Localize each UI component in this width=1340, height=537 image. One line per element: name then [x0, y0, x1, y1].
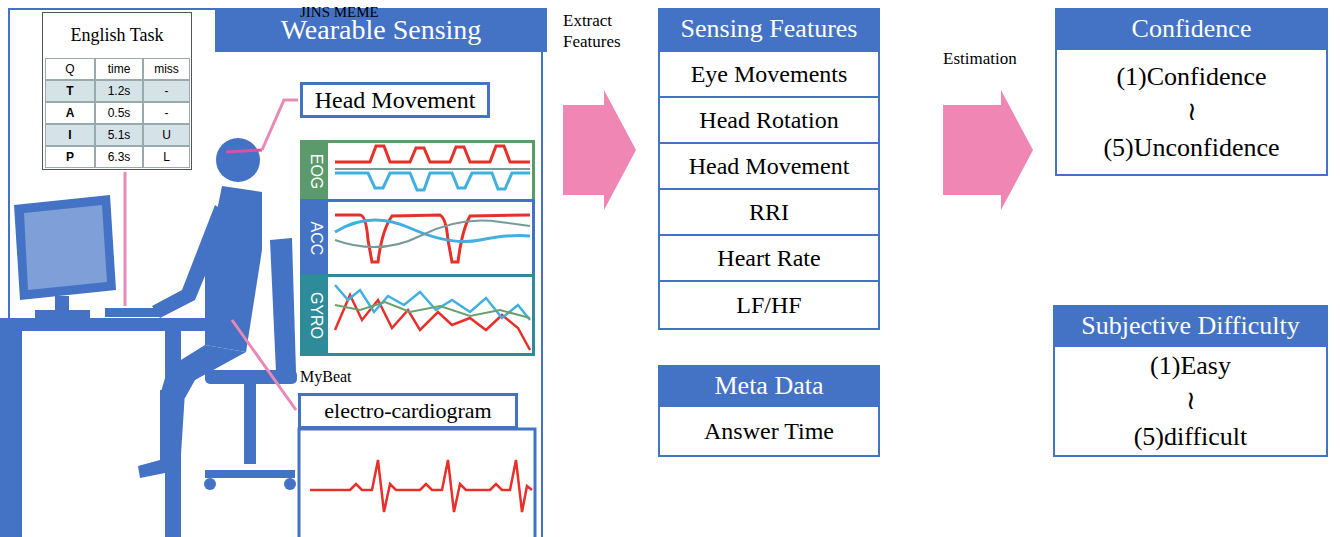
- person-arm: [152, 205, 230, 318]
- table-cell: 6.3s: [95, 146, 143, 168]
- band-label: ACC: [303, 202, 328, 274]
- body-area: (1)Easy≀(5)difficult: [1055, 347, 1326, 455]
- eog-trace: [335, 146, 530, 162]
- node-band: GYRO: [300, 274, 535, 356]
- chair-base: [205, 470, 295, 478]
- leader-line: [232, 320, 296, 410]
- body-area: (1)Confidence≀(5)Unconfidence: [1057, 50, 1326, 174]
- band-label: EOG: [303, 143, 328, 199]
- table-cell: miss: [143, 58, 190, 80]
- node-hdrbody: Confidence(1)Confidence≀(5)Unconfidence: [1055, 8, 1328, 176]
- node-box: Eye Movements: [658, 50, 880, 98]
- node-box: LF/HF: [658, 280, 880, 330]
- box-label: RRI: [749, 199, 789, 225]
- node-box: Heart Rate: [658, 234, 880, 282]
- arrow-label: Extract Features: [563, 10, 653, 53]
- desk-side: [0, 331, 22, 537]
- box-label: Heart Rate: [717, 245, 820, 271]
- monitor-base: [35, 310, 90, 318]
- group-header: Subjective Difficulty: [1053, 305, 1328, 347]
- table-cell: U: [143, 124, 190, 146]
- person-leg: [138, 390, 185, 478]
- table-cell: -: [143, 80, 190, 102]
- gyro-trace: [335, 302, 530, 318]
- device-name: MyBeat: [300, 366, 420, 388]
- gyro-trace: [335, 295, 530, 350]
- table-cell: -: [143, 102, 190, 124]
- node-group: Sensing FeaturesEye MovementsHead Rotati…: [658, 8, 880, 330]
- ecg-frame: [299, 429, 535, 537]
- leader-line: [124, 172, 127, 306]
- eog-trace: [335, 173, 530, 190]
- acc-trace: [335, 221, 530, 247]
- node-band: EOG: [300, 140, 535, 202]
- eog-trace: [335, 168, 530, 170]
- group-header: Sensing Features: [658, 8, 880, 50]
- scale-line: ≀: [1186, 383, 1196, 418]
- table-cell: A: [45, 102, 95, 124]
- group-header: Confidence: [1055, 8, 1328, 50]
- node-box: Answer Time: [658, 405, 880, 457]
- node-box: Head Rotation: [658, 96, 880, 144]
- keyboard: [105, 308, 160, 317]
- node-box: Head Movement: [300, 82, 490, 118]
- panel-header: Wearable Sensing: [215, 8, 547, 52]
- box-label: electro-cardiogram: [324, 399, 491, 423]
- box-label: LF/HF: [736, 292, 801, 318]
- monitor-screen: [24, 205, 107, 290]
- table-cell: T: [45, 80, 95, 102]
- scale-line: (5)Unconfidence: [1103, 130, 1279, 165]
- group-header: Meta Data: [658, 365, 880, 407]
- table-cell: time: [95, 58, 143, 80]
- chair-seat: [205, 370, 297, 384]
- scale-line: (5)difficult: [1134, 419, 1248, 454]
- scale-line: (1)Easy: [1150, 348, 1231, 383]
- node-box: Head Movement: [658, 142, 880, 190]
- arrow-label: Estimation: [943, 48, 1043, 69]
- chair-wheel: [204, 478, 216, 490]
- block-arrow: [563, 90, 636, 210]
- acc-trace: [335, 215, 530, 262]
- table-cell: 1.2s: [95, 80, 143, 102]
- box-label: Head Movement: [315, 87, 476, 113]
- table-cell: 5.1s: [95, 124, 143, 146]
- chair-post: [244, 384, 256, 464]
- table-cell: 0.5s: [95, 102, 143, 124]
- desk-top: [0, 318, 215, 331]
- box-label: Answer Time: [704, 418, 834, 444]
- node-hdrbody: Subjective Difficulty(1)Easy≀(5)difficul…: [1053, 305, 1328, 457]
- monitor: [14, 195, 116, 300]
- box-label: Head Rotation: [699, 107, 838, 133]
- ecg-trace: [310, 460, 532, 512]
- box-label: Head Movement: [689, 153, 850, 179]
- device-name: JINS MEME: [300, 2, 420, 22]
- node-box: RRI: [658, 188, 880, 236]
- scale-line: (1)Confidence: [1116, 59, 1266, 94]
- band-label: GYRO: [303, 277, 328, 353]
- table-cell: L: [143, 146, 190, 168]
- monitor-stand: [55, 296, 69, 312]
- table-title: English Task: [43, 13, 191, 57]
- gyro-trace: [335, 285, 530, 320]
- box-label: Eye Movements: [691, 61, 848, 87]
- chair-back: [270, 238, 296, 372]
- node-group: Meta DataAnswer Time: [658, 365, 880, 457]
- table-cell: I: [45, 124, 95, 146]
- node-band: ACC: [300, 199, 535, 277]
- chair-wheel: [284, 478, 296, 490]
- leader-line: [262, 100, 298, 150]
- table-cell: P: [45, 146, 95, 168]
- scale-line: ≀: [1187, 94, 1197, 129]
- glasses: [226, 150, 262, 152]
- node-box: electro-cardiogram: [298, 393, 518, 429]
- person-head: [216, 138, 260, 182]
- table-cell: Q: [45, 58, 95, 80]
- block-arrow: [943, 90, 1033, 210]
